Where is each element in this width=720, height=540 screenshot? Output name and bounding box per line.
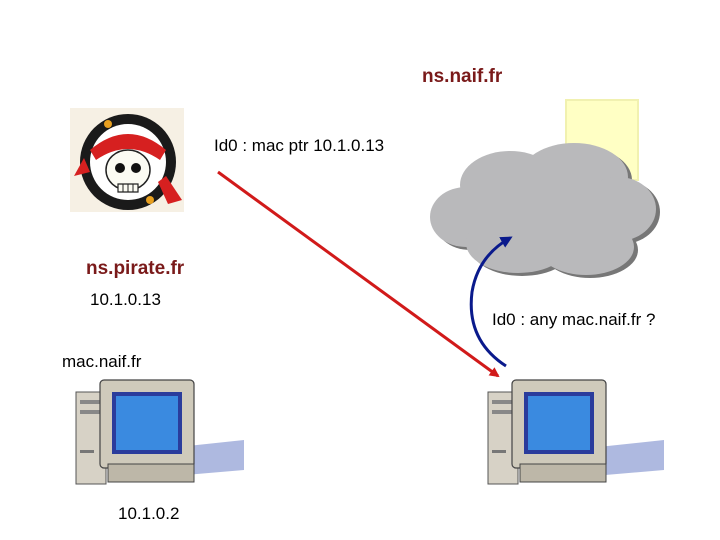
mac-ip-label: 10.1.0.2 bbox=[118, 504, 180, 523]
pirate-skull-icon bbox=[70, 108, 184, 212]
server-name-label: ns.naif.fr bbox=[422, 66, 503, 87]
spoofed-reply-arrow bbox=[217, 170, 500, 378]
computer-left-icon bbox=[75, 379, 244, 485]
pirate-name-label: ns.pirate.fr bbox=[86, 258, 185, 279]
pirate-ip-label: 10.1.0.13 bbox=[90, 290, 161, 309]
query-arrow bbox=[469, 236, 513, 368]
network-cloud-icon bbox=[430, 143, 660, 278]
computer-right-icon bbox=[487, 379, 664, 485]
spoofed-reply-label: Id0 : mac ptr 10.1.0.13 bbox=[214, 136, 385, 155]
query-label: Id0 : any mac.naif.fr ? bbox=[492, 310, 656, 329]
mac-name-label: mac.naif.fr bbox=[62, 352, 142, 371]
